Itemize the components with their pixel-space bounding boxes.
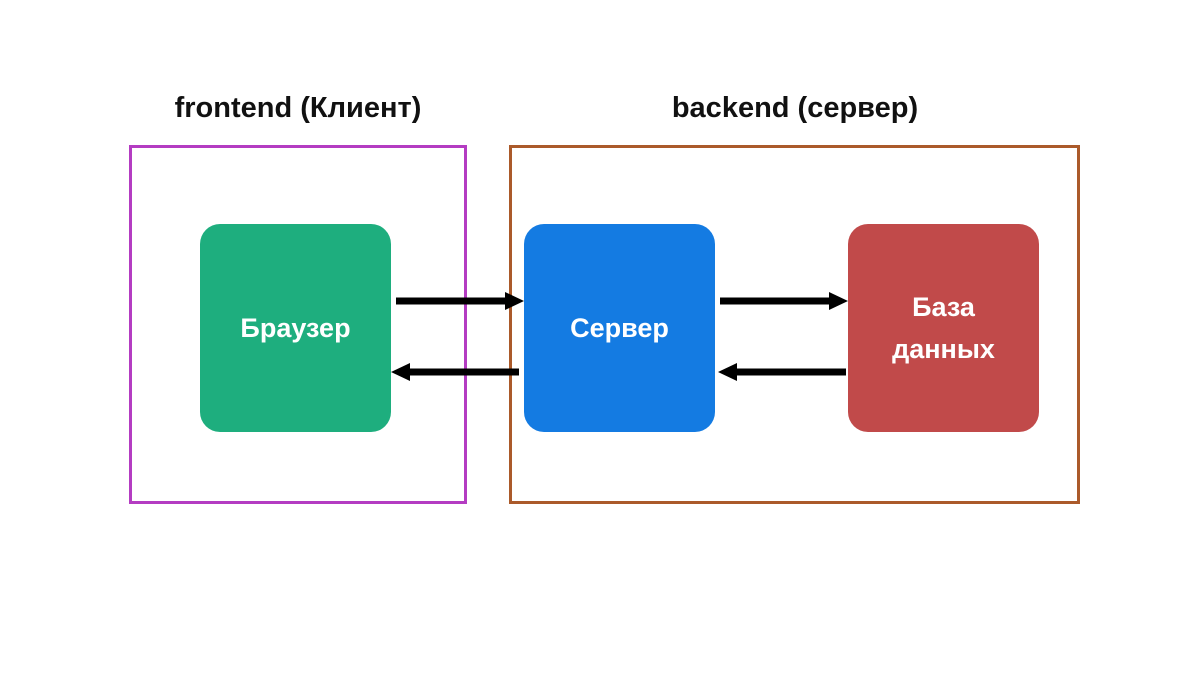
backend-group-title: backend (сервер) — [671, 92, 919, 124]
frontend-group-frame — [129, 145, 467, 504]
database-node-label: База данных — [892, 292, 995, 364]
frontend-group-title: frontend (Клиент) — [174, 92, 422, 124]
database-node: База данных — [848, 224, 1039, 432]
server-node-label: Сервер — [570, 313, 669, 343]
backend-group-frame — [509, 145, 1080, 504]
server-node: Сервер — [524, 224, 715, 432]
browser-node-label: Браузер — [240, 313, 351, 343]
browser-node: Браузер — [200, 224, 391, 432]
